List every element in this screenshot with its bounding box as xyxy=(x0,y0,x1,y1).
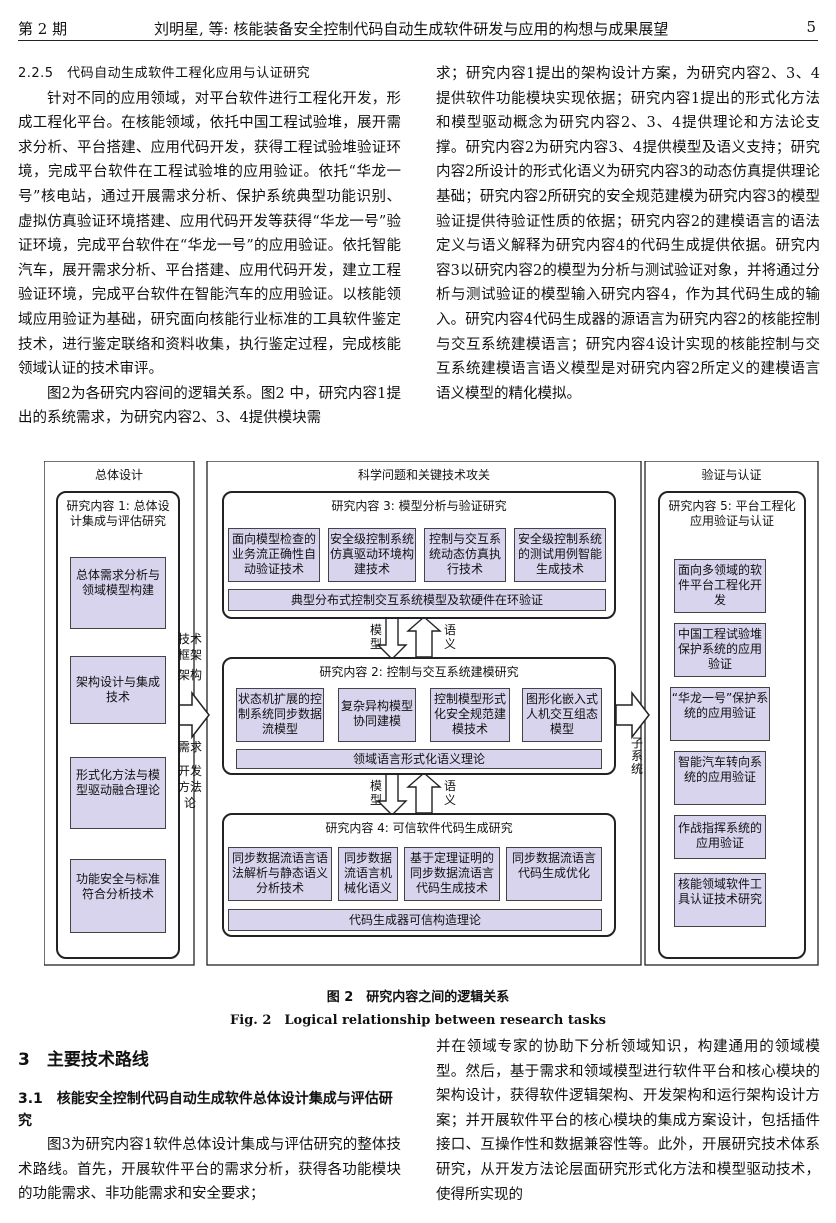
research-content-5-title: 研究内容 5: 平台工程化应用验证与认证 xyxy=(668,499,796,528)
model-label-1: 模型 xyxy=(369,623,382,651)
research-content-2-title: 研究内容 2: 控制与交互系统建模研究 xyxy=(319,665,519,679)
left-column: 2.2.5 代码自动生成软件工程化应用与认证研究 针对不同的应用领域，对平台软件… xyxy=(18,62,401,431)
research-content-4-title: 研究内容 4: 可信软件代码生成研究 xyxy=(325,821,513,835)
rc2-item: 状态机扩展的控制系统同步数据流模型 xyxy=(236,688,324,742)
rc2-item: 复杂异构模型协同建模 xyxy=(338,688,416,742)
right-item: “华龙一号”保护系统的应用验证 xyxy=(670,687,770,741)
running-header: 第 2 期 刘明星, 等: 核能装备安全控制代码自动生成软件研发与应用的构想与成… xyxy=(18,12,818,41)
left-column-bottom: 图3为研究内容1软件总体设计集成与评估研究的整体技术路线。首先，开展软件平台的需… xyxy=(18,1133,401,1207)
semantic-up-arrow-1 xyxy=(406,616,442,658)
section-3-1-heading: 3.1 核能安全控制代码自动生成软件总体设计集成与评估研究 xyxy=(18,1091,393,1129)
rc3-item: 安全级控制系统的测试用例智能生成技术 xyxy=(514,528,606,582)
left-item: 功能安全与标准符合分析技术 xyxy=(70,859,166,933)
semantic-label-2: 语义 xyxy=(443,779,456,807)
rc2-item: 控制模型形式化安全规范建模技术 xyxy=(430,688,510,742)
rc4-item: 基于定理证明的同步数据流语言代码生成技术 xyxy=(404,847,500,901)
paragraph: 图2为各研究内容间的逻辑关系。图2 中，研究内容1提出的系统需求，为研究内容2、… xyxy=(18,385,401,427)
paragraph: 求；研究内容1提出的架构设计方案，为研究内容2、3、4提供软件功能模块实现依据；… xyxy=(436,66,820,402)
middle-to-right-arrow xyxy=(615,690,650,740)
left-item: 架构设计与集成技术 xyxy=(70,656,166,724)
rc4-item: 同步数据流语言语法解析与静态语义分析技术 xyxy=(228,847,332,901)
tech-framework-label: 技术框架 xyxy=(177,632,202,662)
model-down-arrow-2 xyxy=(376,772,408,816)
semantic-up-arrow-2 xyxy=(406,772,442,814)
left-item: 形式化方法与模型驱动融合理论 xyxy=(70,757,166,829)
paragraph: 并在领域专家的协助下分析领域知识，构建通用的领域模型。然后，基于需求和领域模型进… xyxy=(436,1039,820,1203)
page-number: 5 xyxy=(806,18,816,36)
rc4-bar: 代码生成器可信构造理论 xyxy=(228,909,602,931)
running-title: 刘明星, 等: 核能装备安全控制代码自动生成软件研发与应用的构想与成果展望 xyxy=(154,20,669,38)
right-item: 中国工程试验堆保护系统的应用验证 xyxy=(674,623,766,677)
subsystem-label: 子系统 xyxy=(630,736,643,776)
requirement-label: 需求 xyxy=(177,740,202,754)
rc4-item: 同步数据流语言机械化语义 xyxy=(338,847,398,901)
right-column-bottom: 并在领域专家的协助下分析领域知识，构建通用的领域模型。然后，基于需求和领域模型进… xyxy=(436,1035,820,1207)
architecture-label: 架构 xyxy=(177,668,202,682)
semantic-label-1: 语义 xyxy=(443,623,456,651)
research-content-1-title: 研究内容 1: 总体设计集成与评估研究 xyxy=(66,499,170,528)
rc3-item: 面向模型检查的业务流正确性自动验证技术 xyxy=(228,528,320,582)
right-item: 作战指挥系统的应用验证 xyxy=(674,815,766,859)
rc3-bar: 典型分布式控制交互系统模型及软硬件在环验证 xyxy=(228,589,606,611)
dev-methodology-label: 开发方法论 xyxy=(177,764,202,810)
model-down-arrow-1 xyxy=(376,616,408,660)
right-panel-title: 验证与认证 xyxy=(701,468,762,482)
rc2-bar: 领域语言形式化语义理论 xyxy=(236,749,602,769)
section-heading-2-2-5: 2.2.5 代码自动生成软件工程化应用与认证研究 xyxy=(18,66,311,81)
issue-number: 第 2 期 xyxy=(18,20,68,38)
right-column: 求；研究内容1提出的架构设计方案，为研究内容2、3、4提供软件功能模块实现依据；… xyxy=(436,62,820,406)
figure-2-diagram: 总体设计 研究内容 1: 总体设计集成与评估研究 总体需求分析与领域模型构建 架… xyxy=(44,461,824,971)
left-item: 总体需求分析与领域模型构建 xyxy=(70,557,166,629)
paragraph: 针对不同的应用领域，对平台软件进行工程化开发，形成工程化平台。在核能领域，依托中… xyxy=(18,90,401,378)
right-item: 智能汽车转向系统的应用验证 xyxy=(674,751,766,805)
rc2-item: 图形化嵌入式人机交互组态模型 xyxy=(522,688,602,742)
right-item: 核能领域软件工具认证技术研究 xyxy=(674,873,766,927)
figure-caption-en: Fig. 2 Logical relationship between rese… xyxy=(230,1013,606,1028)
middle-panel-title: 科学问题和关键技术攻关 xyxy=(357,468,490,482)
rc3-item: 安全级控制系统仿真驱动环境构建技术 xyxy=(328,528,416,582)
rc4-item: 同步数据流语言代码生成优化 xyxy=(506,847,602,901)
right-item: 面向多领域的软件平台工程化开发 xyxy=(674,559,766,613)
left-panel-title: 总体设计 xyxy=(94,468,143,482)
model-label-2: 模型 xyxy=(369,779,382,807)
paragraph: 图3为研究内容1软件总体设计集成与评估研究的整体技术路线。首先，开展软件平台的需… xyxy=(18,1137,401,1203)
research-content-3-title: 研究内容 3: 模型分析与验证研究 xyxy=(331,499,507,513)
rc3-item: 控制与交互系统动态仿真执行技术 xyxy=(424,528,506,582)
section-3-heading: 3 主要技术路线 xyxy=(18,1050,149,1070)
figure-caption-cn: 图 2 研究内容之间的逻辑关系 xyxy=(326,990,510,1005)
figure-connectors xyxy=(44,461,819,966)
